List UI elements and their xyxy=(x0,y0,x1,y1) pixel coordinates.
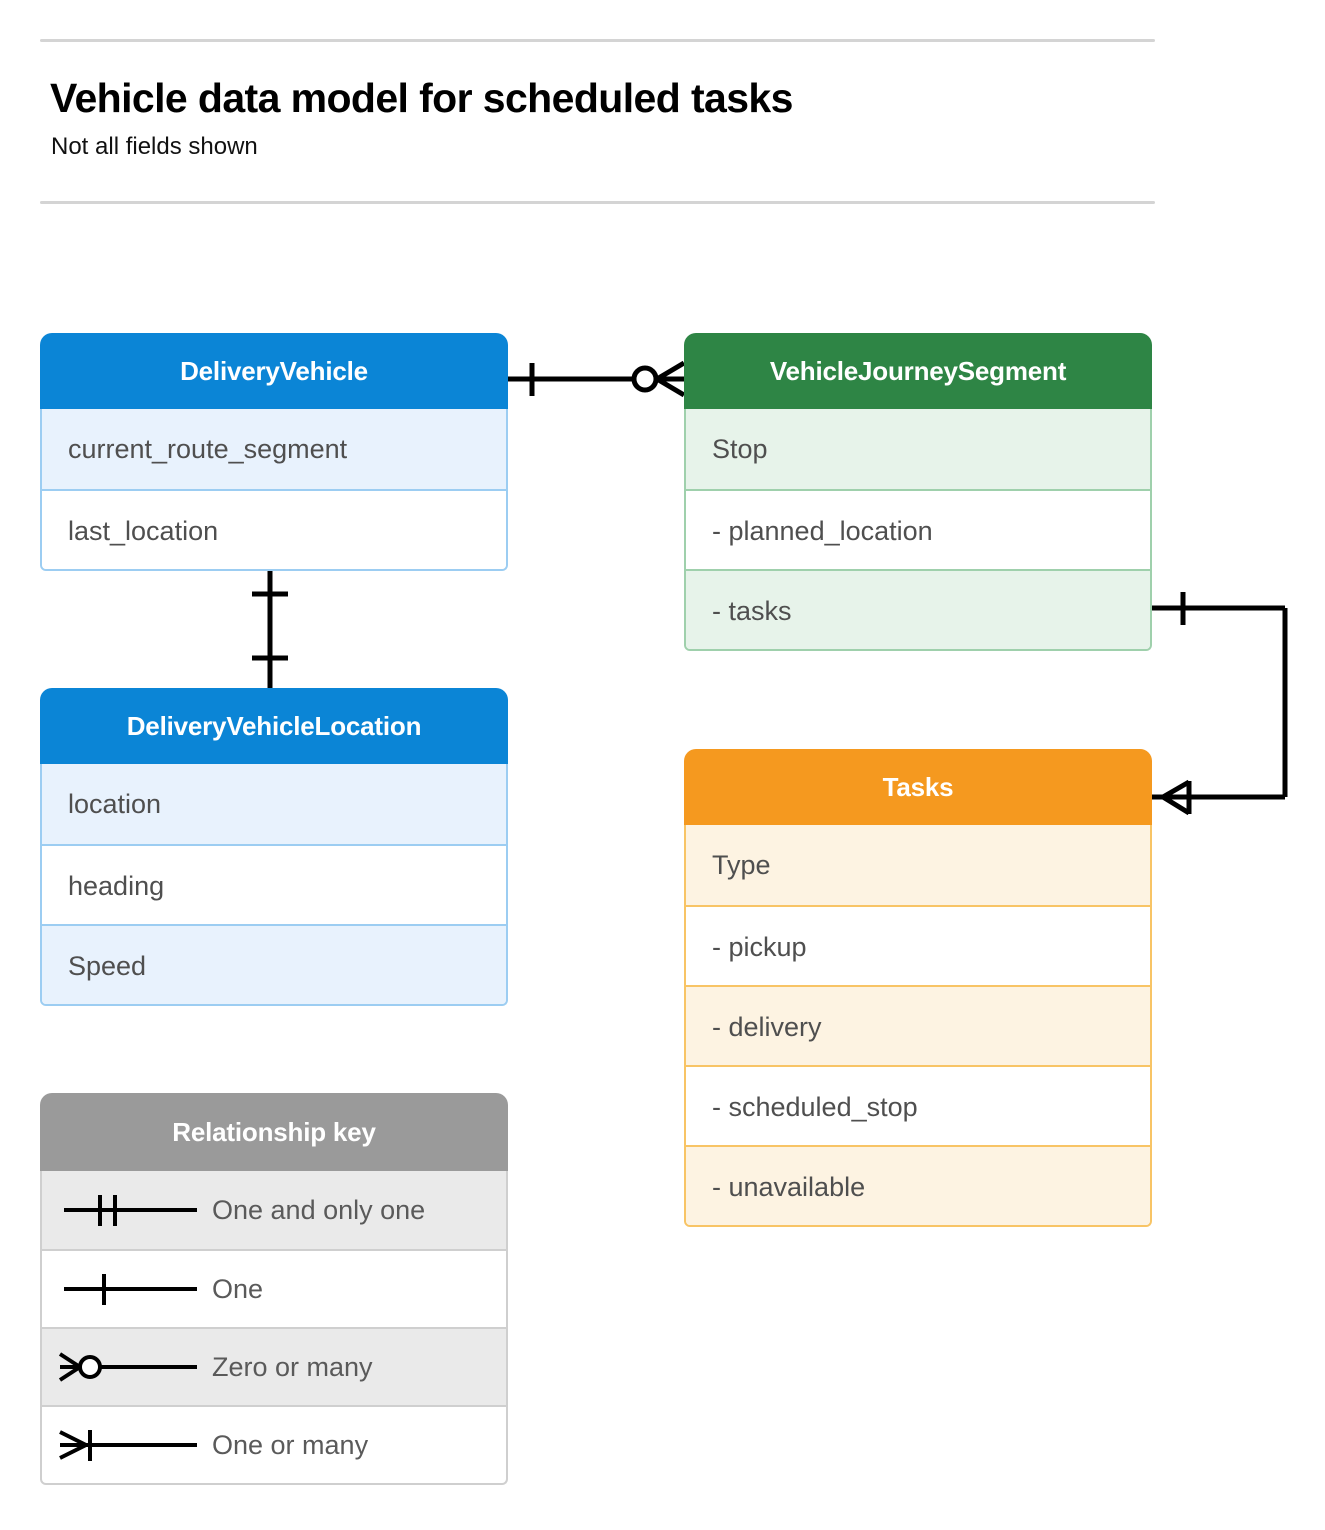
entity-delivery-vehicle-location-title: DeliveryVehicleLocation xyxy=(40,688,508,764)
connector-tasks-crow-upper xyxy=(1161,779,1191,800)
header-divider-top xyxy=(40,39,1155,42)
page-subtitle: Not all fields shown xyxy=(51,133,258,160)
legend-row-one: One xyxy=(42,1249,506,1327)
field-row: heading xyxy=(42,844,506,924)
page-title: Vehicle data model for scheduled tasks xyxy=(50,75,793,121)
field-row: Speed xyxy=(42,924,506,1004)
connector-vjs-zero-circle xyxy=(631,365,659,393)
field-row: - planned_location xyxy=(686,489,1150,569)
field-row: - delivery xyxy=(686,985,1150,1065)
field-row: Type xyxy=(686,825,1150,905)
legend-label: One xyxy=(212,1273,264,1304)
relationship-key-legend[interactable]: Relationship key One and only one xyxy=(40,1093,508,1485)
entity-tasks-title: Tasks xyxy=(684,749,1152,825)
one-or-many-icon xyxy=(59,1430,197,1461)
entity-tasks[interactable]: Tasks Type - pickup - delivery - schedul… xyxy=(684,749,1152,1227)
connector-vjs-crow-upper xyxy=(655,360,686,382)
legend-label: One and only one xyxy=(212,1194,426,1225)
one-and-only-one-icon xyxy=(64,1195,197,1226)
relationship-key-rows: One and only one One xyxy=(40,1171,508,1485)
entity-delivery-vehicle-fields: current_route_segment last_location xyxy=(40,409,508,571)
legend-label: Zero or many xyxy=(212,1351,373,1382)
relationship-key-title: Relationship key xyxy=(40,1093,508,1171)
entity-delivery-vehicle[interactable]: DeliveryVehicle current_route_segment la… xyxy=(40,333,508,571)
field-row: last_location xyxy=(42,489,506,569)
field-row: - pickup xyxy=(686,905,1150,985)
field-row: Stop xyxy=(686,409,1150,489)
entity-vehicle-journey-segment-fields: Stop - planned_location - tasks xyxy=(684,409,1152,651)
legend-row-one-and-only-one: One and only one xyxy=(42,1171,506,1249)
legend-row-one-or-many: One or many xyxy=(42,1405,506,1483)
field-row: - scheduled_stop xyxy=(686,1065,1150,1145)
entity-delivery-vehicle-location[interactable]: DeliveryVehicleLocation location heading… xyxy=(40,688,508,1006)
one-icon xyxy=(64,1274,197,1305)
connector-tasks-crow-lower xyxy=(1161,794,1191,816)
field-row: current_route_segment xyxy=(42,409,506,489)
legend-label: One or many xyxy=(212,1429,369,1460)
field-row: location xyxy=(42,764,506,844)
entity-vehicle-journey-segment-title: VehicleJourneySegment xyxy=(684,333,1152,409)
connector-vjs-crow-lower xyxy=(655,376,686,398)
field-row: - unavailable xyxy=(686,1145,1150,1225)
legend-row-zero-or-many: Zero or many xyxy=(42,1327,506,1405)
field-row: - tasks xyxy=(686,569,1150,649)
header-divider-bottom xyxy=(40,201,1155,204)
entity-vehicle-journey-segment[interactable]: VehicleJourneySegment Stop - planned_loc… xyxy=(684,333,1152,651)
entity-delivery-vehicle-location-fields: location heading Speed xyxy=(40,764,508,1006)
entity-delivery-vehicle-title: DeliveryVehicle xyxy=(40,333,508,409)
zero-or-many-icon xyxy=(58,1352,197,1382)
entity-tasks-fields: Type - pickup - delivery - scheduled_sto… xyxy=(684,825,1152,1227)
